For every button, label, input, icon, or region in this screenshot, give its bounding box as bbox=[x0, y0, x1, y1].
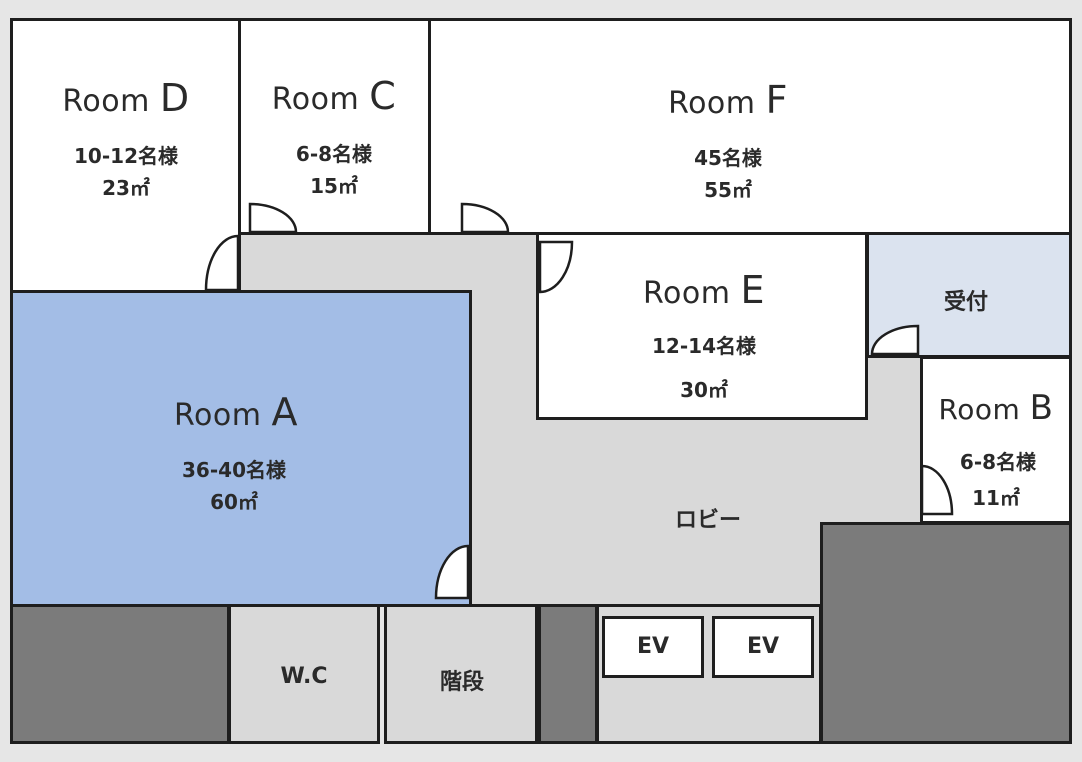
door-reception bbox=[870, 324, 920, 356]
room-e[interactable] bbox=[536, 232, 868, 420]
elevator-2-label: EV bbox=[746, 634, 780, 659]
room-e-area: 30㎡ bbox=[680, 378, 728, 402]
room-d-capacity: 10-12名様 bbox=[74, 144, 178, 168]
room-c[interactable] bbox=[238, 18, 431, 235]
room-f-name: Room F bbox=[668, 78, 788, 122]
room-f-area: 55㎡ bbox=[704, 178, 752, 202]
room-a-name: Room A bbox=[174, 390, 298, 434]
wc-label: W.C bbox=[280, 664, 328, 689]
door-room-c bbox=[248, 202, 298, 234]
room-f-capacity: 45名様 bbox=[694, 146, 762, 170]
elevator-1-label: EV bbox=[636, 634, 670, 659]
room-c-area: 15㎡ bbox=[310, 174, 358, 198]
room-d-area: 23㎡ bbox=[102, 176, 150, 200]
room-a-capacity: 36-40名様 bbox=[182, 458, 286, 482]
room-e-capacity: 12-14名様 bbox=[652, 334, 756, 358]
door-room-a bbox=[434, 544, 470, 600]
service-block-middle bbox=[538, 604, 598, 744]
room-e-name: Room E bbox=[643, 268, 765, 312]
door-room-b bbox=[920, 464, 954, 516]
door-room-d bbox=[204, 234, 240, 292]
reception-label: 受付 bbox=[943, 290, 989, 315]
room-b[interactable] bbox=[920, 356, 1072, 524]
lobby-area-nook bbox=[866, 356, 922, 426]
room-c-capacity: 6-8名様 bbox=[295, 142, 373, 166]
room-d-name: Room D bbox=[62, 76, 190, 120]
stairs-label: 階段 bbox=[439, 670, 485, 695]
room-a-area: 60㎡ bbox=[210, 490, 258, 514]
room-f[interactable] bbox=[428, 18, 1072, 235]
door-room-e bbox=[538, 240, 574, 294]
room-b-name: Room B bbox=[938, 388, 1054, 428]
wc-room[interactable] bbox=[228, 604, 380, 744]
door-room-f bbox=[460, 202, 510, 234]
stairs-room[interactable] bbox=[384, 604, 538, 744]
elevator-2[interactable] bbox=[712, 616, 814, 678]
room-c-name: Room C bbox=[271, 74, 397, 118]
elevator-1[interactable] bbox=[602, 616, 704, 678]
lobby-label: ロビー bbox=[674, 508, 742, 533]
room-b-capacity: 6-8名様 bbox=[959, 450, 1037, 474]
room-b-area: 11㎡ bbox=[972, 486, 1020, 510]
room-d[interactable] bbox=[10, 18, 241, 293]
